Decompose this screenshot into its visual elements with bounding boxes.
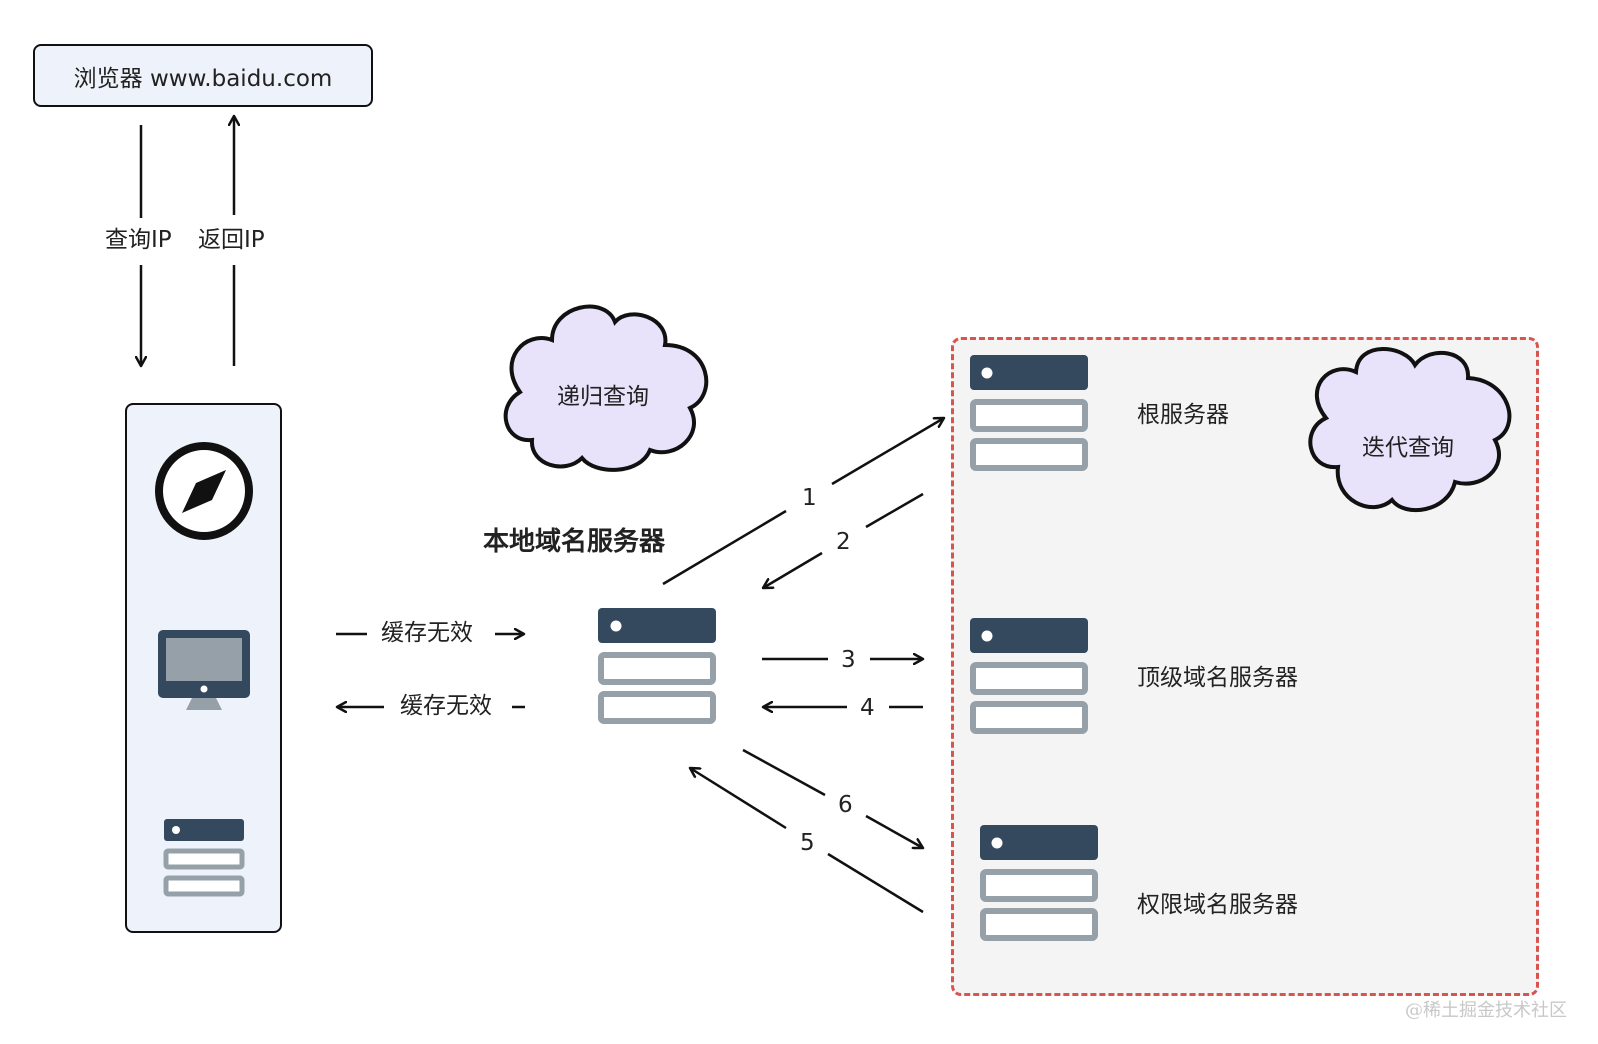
step-1-label: 1 [802,485,817,511]
cache-miss-label-left: 缓存无效 [400,693,492,719]
browser-box[interactable]: 浏览器 www.baidu.com [33,44,373,107]
recursive-query-label: 递归查询 [557,384,649,410]
step-1-arrow [662,418,944,586]
compass-icon [155,442,253,540]
step-6-label: 6 [838,792,853,818]
root-server-icon[interactable] [970,355,1088,471]
return-ip-label: 返回IP [198,227,265,253]
watermark: @稀土掘金技术社区 [1405,1000,1567,1021]
local-dns-title: 本地域名服务器 [483,527,666,557]
query-ip-label: 查询IP [105,227,172,253]
iterative-query-cloud [1308,347,1512,513]
monitor-icon [158,630,250,710]
root-server-label: 根服务器 [1137,402,1229,428]
iterative-query-label: 迭代查询 [1362,435,1454,461]
step-3-label: 3 [841,647,856,673]
step-4-label: 4 [860,695,875,721]
tld-server-icon[interactable] [970,618,1088,734]
browser-label: 浏览器 www.baidu.com [73,65,333,92]
cache-miss-label-right: 缓存无效 [381,620,473,646]
local-dns-server-icon[interactable] [598,608,716,724]
step-5-arrow [690,768,924,914]
authoritative-server-icon[interactable] [980,825,1098,941]
step-5-label: 5 [800,830,815,856]
step-2-arrow [763,492,924,588]
tld-server-label: 顶级域名服务器 [1137,665,1298,691]
local-cache-server-icon [163,819,245,897]
step-6-arrow [742,748,923,848]
step-2-label: 2 [836,529,851,555]
recursive-query-cloud [503,304,709,472]
authoritative-server-label: 权限域名服务器 [1137,892,1298,918]
